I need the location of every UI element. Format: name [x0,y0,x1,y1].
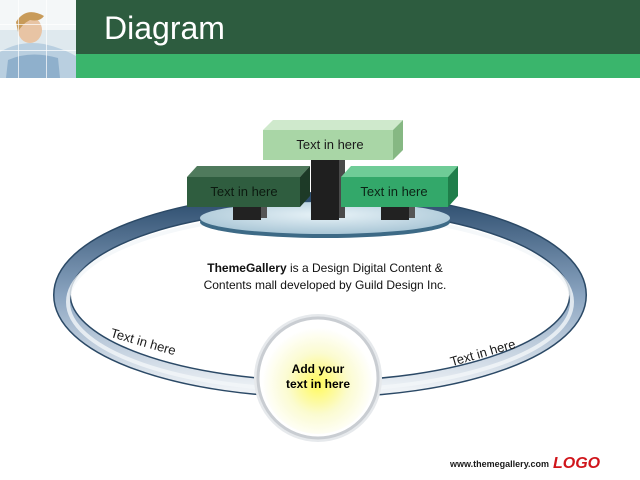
description-line-2: Contents mall developed by Guild Design … [203,278,447,292]
right-box-label: Text in here [360,184,427,199]
center-text: Add your text in here [272,362,364,392]
top-box-label: Text in here [296,137,363,152]
brand-name: ThemeGallery [207,261,287,275]
left-box-label: Text in here [210,184,277,199]
center-text-line-1: Add your [291,362,345,376]
description-line-1: ThemeGallery is a Design Digital Content… [180,260,470,277]
right-box [341,166,458,207]
left-box [187,166,310,207]
description-line-1-rest: is a Design Digital Content & [286,261,443,275]
description-text: ThemeGallery is a Design Digital Content… [180,260,470,294]
header-photo [0,0,76,78]
top-box [263,120,403,160]
header-light-band [0,54,640,78]
slide-title: Diagram [104,10,225,46]
header-dark-band [0,0,640,54]
footer-url: www.themegallery.com [450,459,550,469]
center-text-line-2: text in here [285,377,351,391]
slide-header: Diagram [0,0,640,78]
center-circle [254,314,382,442]
logo: LOGO [553,455,601,472]
